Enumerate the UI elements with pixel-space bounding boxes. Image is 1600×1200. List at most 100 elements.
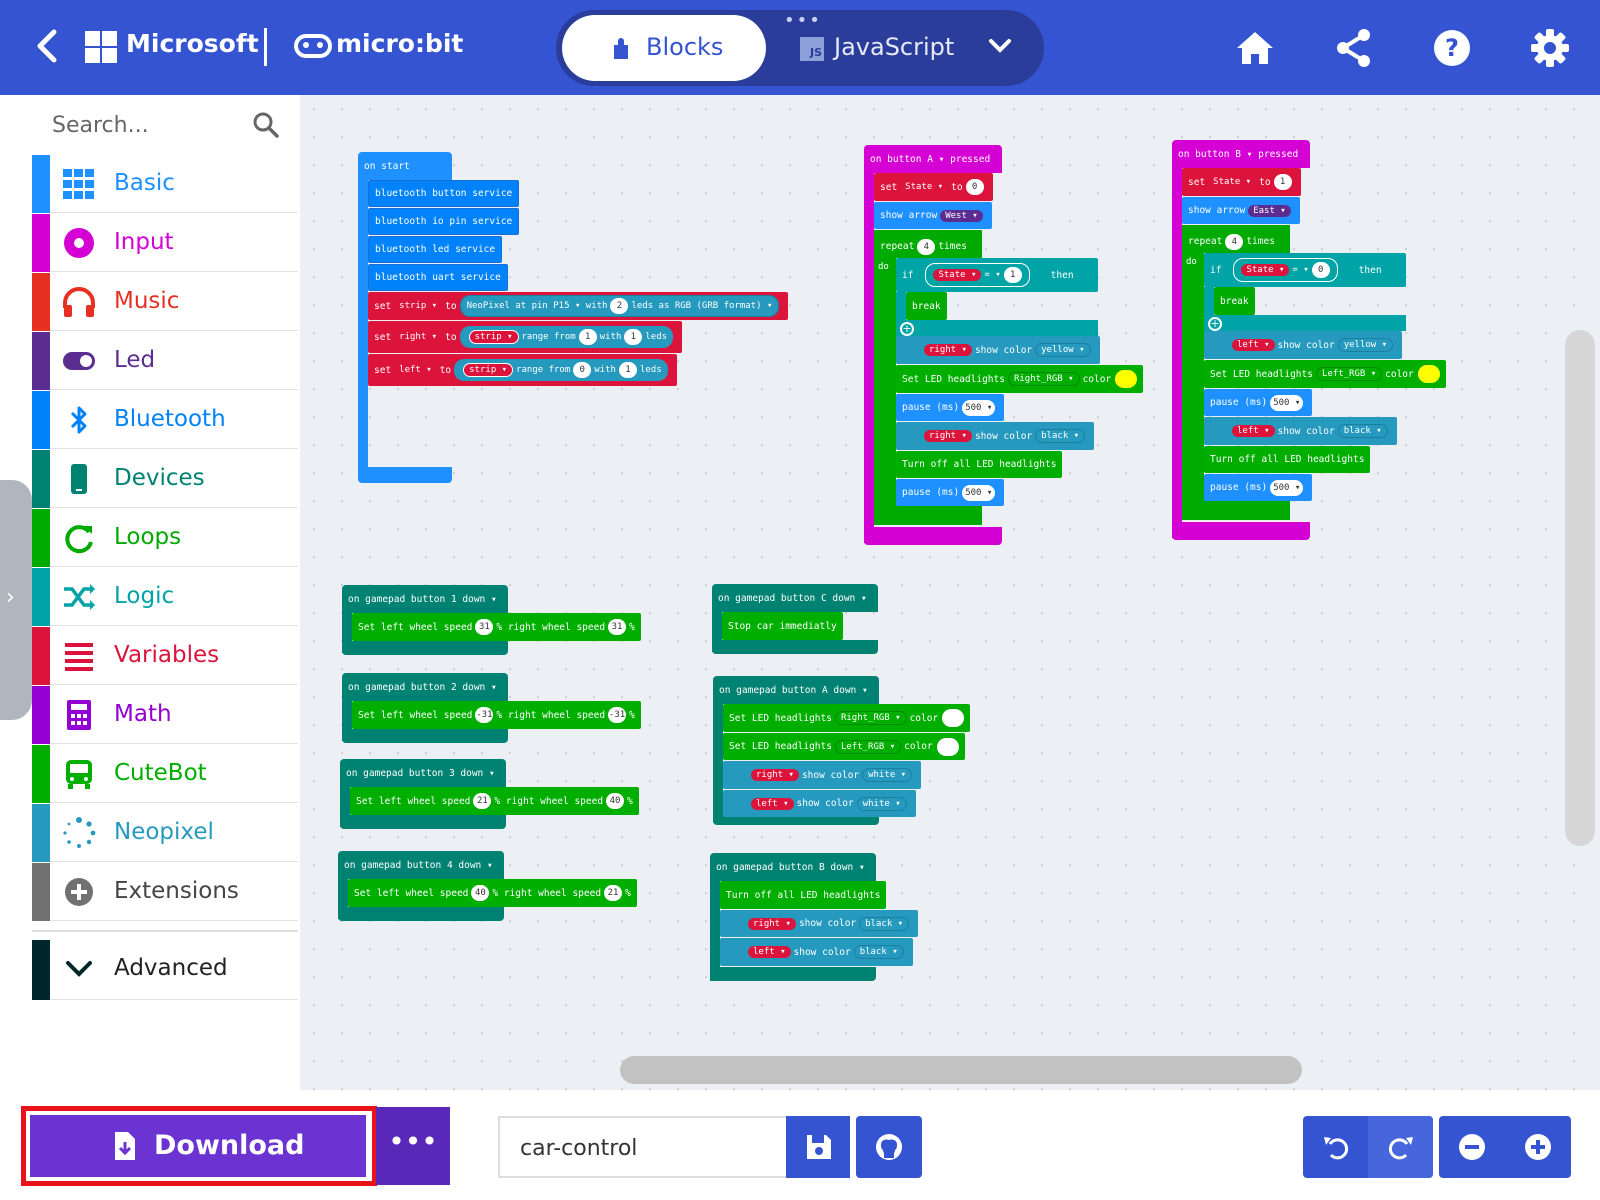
block-gamepad-a[interactable]: on gamepad button A down ▾ bbox=[713, 676, 879, 704]
block-on-start[interactable]: on start bbox=[358, 152, 452, 180]
block-bluetooth-io[interactable]: bluetooth io pin service bbox=[368, 208, 520, 235]
category-advanced[interactable]: Advanced bbox=[32, 940, 298, 1000]
number-input[interactable]: 1 bbox=[578, 329, 597, 345]
var-dropdown[interactable]: strip ▾ bbox=[394, 300, 443, 312]
color-dropdown[interactable]: yellow ▾ bbox=[1337, 338, 1394, 352]
block-break[interactable]: break bbox=[906, 292, 947, 320]
direction-dropdown[interactable]: East ▾ bbox=[1248, 204, 1291, 217]
horizontal-scrollbar[interactable] bbox=[620, 1056, 1302, 1084]
var-dropdown[interactable]: left ▾ bbox=[1232, 425, 1275, 437]
block-gamepad-3[interactable]: on gamepad button 3 down ▾ bbox=[340, 759, 506, 787]
color-dropdown[interactable]: yellow ▾ bbox=[1035, 343, 1091, 357]
block-gamepad-4[interactable]: on gamepad button 4 down ▾ bbox=[338, 851, 504, 879]
category-bluetooth[interactable]: Bluetooth bbox=[32, 391, 298, 449]
number-input[interactable]: 4 bbox=[1225, 234, 1244, 250]
category-loops[interactable]: Loops bbox=[32, 509, 298, 567]
block-stop-car[interactable]: Stop car immediatly bbox=[722, 612, 843, 640]
color-swatch[interactable] bbox=[1417, 365, 1440, 383]
github-button[interactable] bbox=[856, 1116, 922, 1178]
back-icon[interactable] bbox=[28, 26, 68, 66]
block-pause[interactable]: pause (ms)500 ▾ bbox=[1204, 389, 1313, 416]
var-dropdown[interactable]: State ▾ bbox=[933, 269, 982, 281]
block-bluetooth-led[interactable]: bluetooth led service bbox=[368, 236, 503, 263]
category-music[interactable]: Music bbox=[32, 273, 298, 331]
pin-dropdown[interactable]: P15 ▾ bbox=[553, 301, 581, 311]
var-dropdown[interactable]: right ▾ bbox=[924, 430, 972, 442]
var-dropdown[interactable]: left ▾ bbox=[1232, 339, 1275, 351]
tab-javascript[interactable]: JS JavaScript bbox=[790, 15, 986, 81]
block-gamepad-b[interactable]: on gamepad button B down ▾ bbox=[710, 853, 876, 881]
color-dropdown[interactable]: white ▾ bbox=[856, 796, 907, 811]
download-button[interactable]: Download bbox=[30, 1115, 366, 1177]
color-dropdown[interactable]: black ▾ bbox=[859, 916, 910, 931]
category-led[interactable]: Led bbox=[32, 332, 298, 390]
home-icon[interactable] bbox=[1233, 26, 1277, 70]
share-icon[interactable] bbox=[1332, 26, 1376, 70]
op-dropdown[interactable]: = ▾ bbox=[984, 270, 1001, 280]
color-dropdown[interactable]: white ▾ bbox=[862, 768, 913, 782]
category-neopixel[interactable]: Neopixel bbox=[32, 804, 298, 862]
block-gamepad-2[interactable]: on gamepad button 2 down ▾ bbox=[342, 673, 508, 701]
side-dropdown[interactable]: Right_RGB ▾ bbox=[834, 711, 907, 725]
compare-block[interactable]: State ▾= ▾1 bbox=[925, 263, 1030, 287]
block-set-strip[interactable]: set strip ▾ to NeoPixel at pin P15 ▾ wit… bbox=[368, 292, 789, 320]
format-dropdown[interactable]: RGB (GRB format) ▾ bbox=[674, 301, 773, 311]
block-on-button-a[interactable]: on button A ▾ pressed bbox=[864, 145, 1002, 173]
number-input[interactable]: 21 bbox=[473, 793, 492, 809]
block-pause[interactable]: pause (ms)500 ▾ bbox=[896, 479, 1005, 506]
flyout-toggle[interactable]: › bbox=[0, 480, 32, 720]
number-input[interactable]: 1 bbox=[624, 329, 643, 345]
number-input[interactable]: 31 bbox=[608, 619, 627, 635]
var-dropdown[interactable]: strip ▾ bbox=[463, 363, 514, 377]
side-dropdown[interactable]: Left_RGB ▾ bbox=[834, 739, 902, 754]
number-input[interactable]: 40 bbox=[471, 885, 490, 901]
pause-dropdown[interactable]: 500 ▾ bbox=[962, 484, 996, 501]
block-on-button-b[interactable]: on button B ▾ pressed bbox=[1172, 140, 1310, 168]
var-dropdown[interactable]: State ▾ bbox=[1241, 264, 1290, 276]
search-icon[interactable] bbox=[252, 111, 280, 139]
var-dropdown[interactable]: right ▾ bbox=[751, 769, 799, 781]
block-pause[interactable]: pause (ms)500 ▾ bbox=[1204, 474, 1313, 501]
block-bluetooth-button[interactable]: bluetooth button service bbox=[368, 180, 520, 207]
color-swatch[interactable] bbox=[1115, 370, 1138, 388]
number-input[interactable]: 40 bbox=[606, 793, 625, 809]
category-extensions[interactable]: Extensions bbox=[32, 863, 298, 921]
compare-block[interactable]: State ▾= ▾0 bbox=[1233, 258, 1338, 282]
category-math[interactable]: Math bbox=[32, 686, 298, 744]
vertical-scrollbar[interactable] bbox=[1565, 330, 1595, 846]
block-headlights-off[interactable]: Turn off all LED headlights bbox=[1204, 446, 1371, 473]
var-dropdown[interactable]: strip ▾ bbox=[468, 330, 519, 344]
block-headlights-off[interactable]: Turn off all LED headlights bbox=[720, 881, 887, 909]
number-input[interactable]: 31 bbox=[475, 619, 494, 635]
category-input[interactable]: Input bbox=[32, 214, 298, 272]
blocks-workspace[interactable]: on start bluetooth button service blueto… bbox=[300, 95, 1600, 1090]
color-swatch[interactable] bbox=[936, 737, 959, 756]
var-dropdown[interactable]: left ▾ bbox=[394, 364, 437, 376]
block-set-wheel-speed[interactable]: Set left wheel speed-31% right wheel spe… bbox=[352, 701, 641, 729]
category-cutebot[interactable]: CuteBot bbox=[32, 745, 298, 803]
add-branch-icon[interactable]: + bbox=[900, 322, 914, 336]
pause-dropdown[interactable]: 500 ▾ bbox=[962, 399, 996, 416]
number-input[interactable]: 4 bbox=[917, 239, 936, 255]
more-options-button[interactable]: ••• bbox=[376, 1107, 450, 1185]
number-input[interactable]: 21 bbox=[604, 885, 623, 901]
block-break[interactable]: break bbox=[1214, 287, 1255, 315]
direction-dropdown[interactable]: West ▾ bbox=[940, 209, 983, 222]
